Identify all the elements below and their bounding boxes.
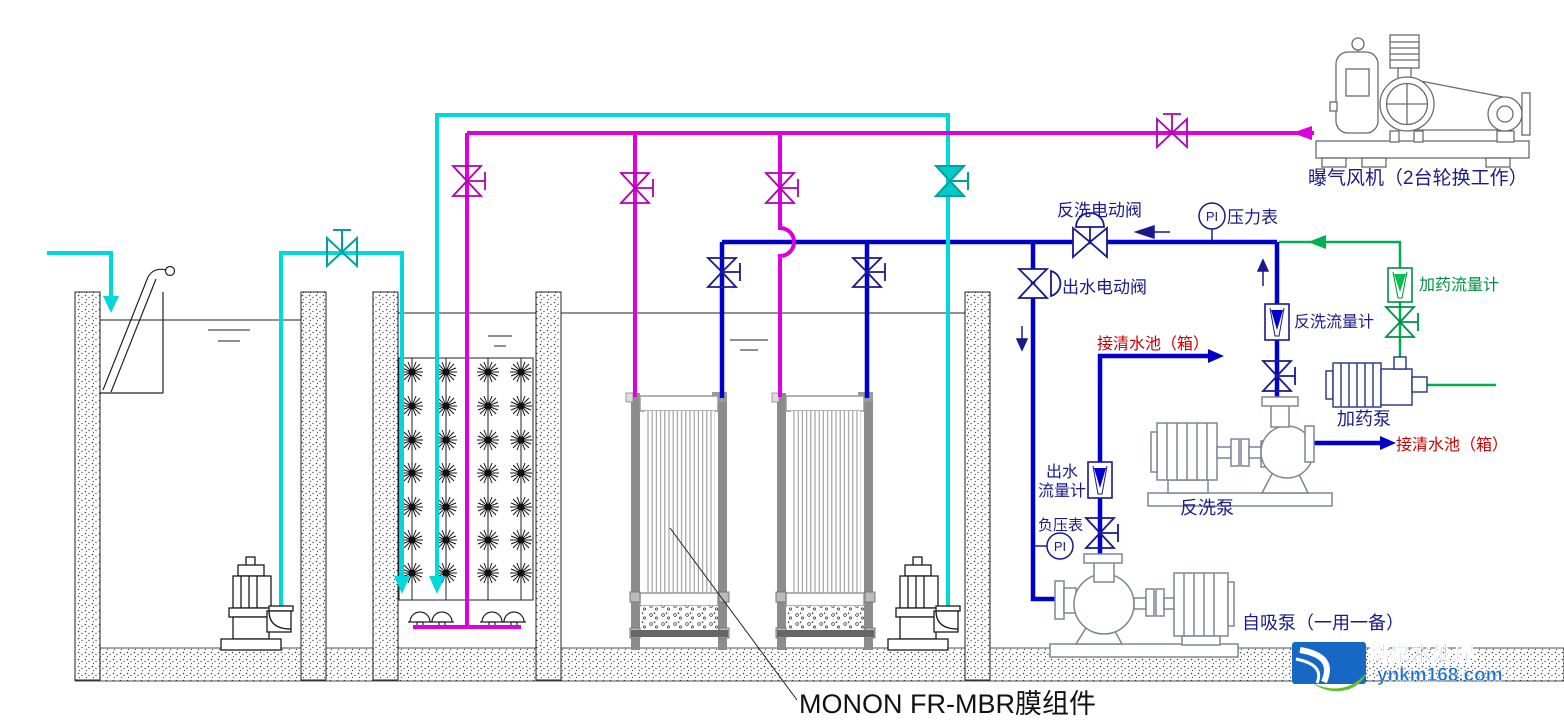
motor-valve-dome [1075, 212, 1105, 228]
dosing-flowmeter-symbol [1387, 267, 1413, 303]
vacuum-gauge-pi-text: PI [1054, 539, 1066, 554]
to-clean-tank-permeate-label: 接清水池（箱） [1097, 335, 1209, 353]
backwash-flowmeter-label: 反洗流量计 [1294, 313, 1374, 331]
bio-media-star [476, 428, 500, 452]
feed-valve [326, 229, 358, 269]
air-valve-module-2 [763, 172, 799, 204]
water-levels [100, 312, 965, 351]
feed-arrow [394, 576, 410, 594]
dosing-line [1279, 240, 1402, 362]
air-valve-bio [450, 165, 486, 197]
recirculation-valve [933, 165, 969, 197]
self-priming-pump-label: 自吸泵（一用一备） [1242, 613, 1404, 633]
bio-media-star [476, 461, 500, 485]
air-flow-arrow [1292, 126, 1312, 140]
watermark-url: ynkm168.com [1377, 665, 1503, 686]
aeration-blower [1315, 34, 1531, 168]
bio-media-star [509, 528, 533, 552]
dosing-flow-arrow [1308, 235, 1326, 249]
backwash-motor-valve-label: 反洗电动阀 [1057, 201, 1142, 220]
bio-media-star [509, 428, 533, 452]
recirculation-line [435, 113, 950, 614]
bio-media-star [400, 528, 424, 552]
raw-water-arrows [103, 296, 445, 594]
bio-media-star [476, 495, 500, 519]
backwash-suction-arrow [1380, 436, 1396, 450]
vacuum-gauge: PI [1035, 532, 1074, 560]
wall-left-outer [74, 291, 101, 681]
outlet-flowmeter-label-2: 流量计 [1038, 482, 1086, 500]
outlet-flowmeter-symbol [1087, 461, 1113, 499]
recirculation-arrow [429, 576, 445, 594]
backwash-up-arrow [1256, 258, 1270, 272]
bio-media-star [509, 495, 533, 519]
to-clean-tank-backwash-label: 接清水池（箱） [1396, 436, 1508, 454]
outlet-motor-valve [1016, 268, 1062, 299]
outlet-riser-valve [1083, 517, 1119, 549]
outlet-flowmeter-label-1: 出水 [1046, 463, 1078, 481]
labels: 曝气风机（2台轮换工作） 反洗电动阀 压力表 出水电动阀 接清水池（箱） 反洗流… [799, 167, 1528, 719]
air-header-valve [1156, 113, 1188, 150]
inlet-arrow [103, 296, 119, 313]
backwash-pump-label: 反洗泵 [1180, 498, 1234, 518]
flow-annotations [1015, 224, 1270, 352]
backwash-riser-valve [1260, 360, 1296, 392]
membrane-module-2 [771, 391, 876, 651]
backwash-motor-valve [1072, 212, 1108, 259]
watermark-leaf [1312, 672, 1367, 692]
pressure-gauge-label: 压力表 [1227, 208, 1278, 227]
bio-media-star [400, 495, 424, 519]
membrane-module-1 [625, 391, 730, 651]
bio-media-star [400, 428, 424, 452]
bio-media-star [400, 461, 424, 485]
watermark: 皓泉水处理 ynkm168.com [1292, 642, 1503, 692]
wall-bio-tank-right [535, 291, 562, 681]
dosing-pump [1325, 356, 1428, 408]
membrane-module-label: MONON FR-MBR膜组件 [799, 689, 1096, 719]
vacuum-gauge-label: 负压表 [1038, 517, 1083, 534]
wall-bio-tank-left [372, 291, 399, 681]
wall-left-tank-right [300, 291, 327, 681]
header-left-arrow [1133, 224, 1155, 240]
permeate-valve-module-2 [850, 257, 886, 288]
bio-media-star [476, 360, 500, 384]
watermark-name: 皓泉水处理 [1369, 642, 1474, 666]
pressure-gauge-pi-text: PI [1206, 209, 1218, 224]
motor-valve-d [1050, 269, 1062, 298]
air-drop-module-2 [778, 133, 796, 397]
bio-media-star [509, 461, 533, 485]
intake-filter [1389, 34, 1420, 69]
bio-media-star [476, 394, 500, 418]
outlet-down-arrow [1015, 338, 1029, 352]
bio-media-star [476, 528, 500, 552]
bio-media-star [509, 360, 533, 384]
outlet-motor-valve-label: 出水电动阀 [1062, 278, 1147, 297]
wall-membrane-tank-right [964, 291, 991, 681]
inlet-line [47, 251, 113, 298]
dosing-flowmeter-label: 加药流量计 [1419, 276, 1499, 294]
bio-media-star [509, 561, 533, 585]
bio-media-star [400, 360, 424, 384]
backwash-pump [1147, 396, 1333, 507]
pressure-gauge: PI [1198, 202, 1226, 241]
permeate-valve-module-1 [705, 257, 741, 288]
blower-label: 曝气风机（2台轮换工作） [1308, 167, 1528, 189]
membrane-leader-line [669, 527, 798, 701]
self-priming-pump [1049, 553, 1239, 658]
bar-screen [100, 265, 176, 394]
air-valve-module-1 [618, 172, 654, 204]
bio-media-star [400, 394, 424, 418]
backwash-flowmeter-symbol [1264, 303, 1290, 341]
dosing-valve [1383, 306, 1419, 338]
permeate-out-arrow [1208, 349, 1224, 363]
bio-media-star [476, 561, 500, 585]
dosing-pump-label: 加药泵 [1337, 409, 1391, 429]
bio-media-star [509, 394, 533, 418]
